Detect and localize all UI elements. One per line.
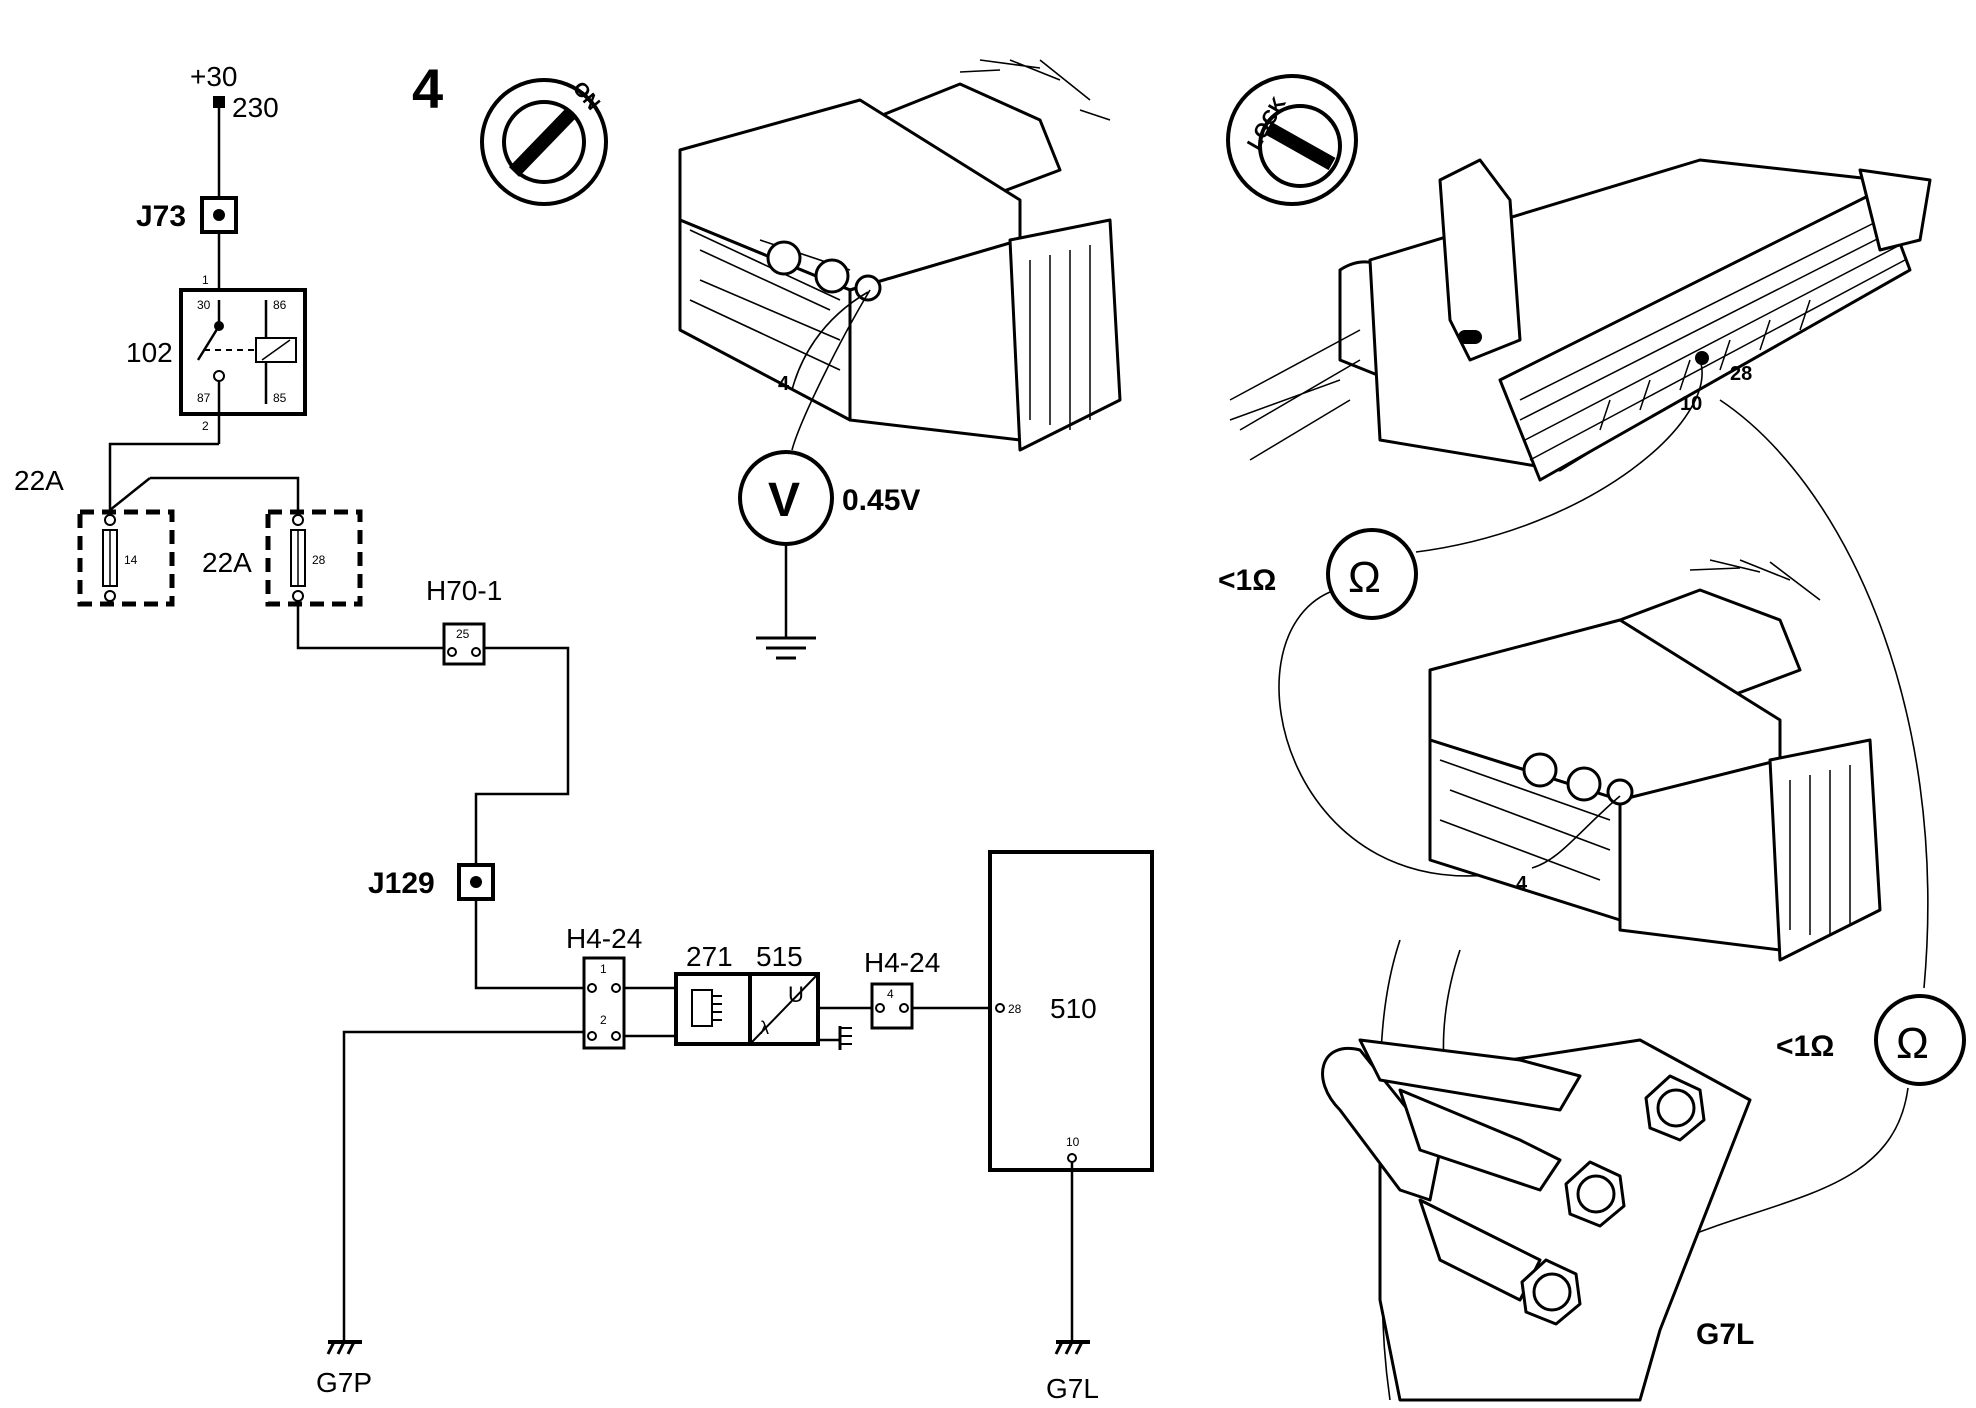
ecu-510-label: 510 — [1050, 993, 1097, 1024]
ecu-connector-pin-10: 10 — [1680, 393, 1702, 415]
fuse-left — [77, 509, 175, 607]
ground-g7l-label: G7L — [1046, 1373, 1099, 1404]
resistance-2-reading: <1Ω — [1776, 1030, 1834, 1063]
ignition-switch-on: ON — [480, 78, 608, 206]
connector-h4-left-pin1: 1 — [600, 962, 607, 976]
relay-pin-30: 30 — [197, 298, 211, 312]
probe-wire-1 — [1415, 359, 1703, 553]
fuse-left-number: 14 — [124, 553, 138, 567]
supply-terminal — [213, 96, 225, 108]
ohmmeter-2: Ω <1Ω — [1776, 994, 1966, 1086]
ecu-510 — [988, 850, 1154, 1172]
ground-g7p-symbol — [326, 1340, 362, 1355]
ground-point-g7l-label: G7L — [1696, 1318, 1754, 1351]
relay-pin-in: 1 — [202, 273, 209, 287]
connector-h4-left-pin2: 2 — [600, 1013, 607, 1027]
relay-102-label: 102 — [126, 337, 173, 368]
ohmmeter-1: Ω <1Ω — [1218, 528, 1418, 620]
fuse-right-label: 22A — [202, 547, 252, 578]
connector-h70-label: H70-1 — [426, 575, 502, 606]
voltmeter-symbol: V — [768, 474, 800, 527]
connector-h4-left-label: H4-24 — [566, 923, 642, 954]
upper-connector-pin: 4 — [778, 373, 790, 395]
ground-g7p-label: G7P — [316, 1367, 372, 1398]
sensor-connector-upper: 4 — [678, 59, 1122, 452]
connector-h70 — [442, 622, 486, 666]
connector-h4-right-pin: 4 — [887, 987, 894, 1001]
sensor-u: U — [788, 982, 804, 1007]
fuse-right-number: 28 — [312, 553, 326, 567]
heater-271-label: 271 — [686, 941, 733, 972]
resistance-1-reading: <1Ω — [1218, 564, 1276, 597]
fuse-right — [265, 509, 363, 607]
schematic: +30 230 J73 1 102 30 86 87 85 2 22A — [14, 61, 1154, 1404]
fuse-left-label: 22A — [14, 465, 64, 496]
lower-connector-pin: 4 — [1516, 873, 1528, 895]
ground-point-g7l: G7L — [1321, 939, 1754, 1402]
connector-h70-pin: 25 — [456, 627, 470, 641]
junction-j73-label: J73 — [136, 200, 186, 233]
ignition-switch-lock: LOCK — [1226, 74, 1358, 206]
relay-pin-85: 85 — [273, 391, 287, 405]
supply-wire-number: 230 — [232, 92, 279, 123]
relay-pin-out: 2 — [202, 419, 209, 433]
ecu-connector-pin-28: 28 — [1730, 363, 1752, 385]
ohmmeter-1-symbol: Ω — [1348, 553, 1381, 602]
voltage-reading: 0.45V — [842, 484, 920, 517]
junction-j129-label: J129 — [368, 867, 435, 900]
probe-wire-3 — [1719, 399, 1929, 989]
sensor-515-label: 515 — [756, 941, 803, 972]
ohmmeter-2-symbol: Ω — [1896, 1019, 1929, 1068]
relay-pin-86: 86 — [273, 298, 287, 312]
ground-g7l-symbol — [1054, 1340, 1090, 1355]
step-number: 4 — [412, 57, 443, 120]
ecu-pin-10: 10 — [1066, 1135, 1080, 1149]
relay-pin-87: 87 — [197, 391, 211, 405]
sensor-lambda: λ — [760, 1018, 769, 1038]
connector-h4-right-label: H4-24 — [864, 947, 940, 978]
sensor-connector-lower: 4 — [1428, 559, 1882, 962]
probe-wire-2 — [1278, 591, 1521, 877]
supply-terminal-label: +30 — [190, 61, 238, 92]
ecu-pin-28: 28 — [1008, 1002, 1022, 1016]
voltmeter: V 0.45V — [738, 289, 920, 660]
ecu-connector: 28 10 — [1229, 158, 1932, 482]
